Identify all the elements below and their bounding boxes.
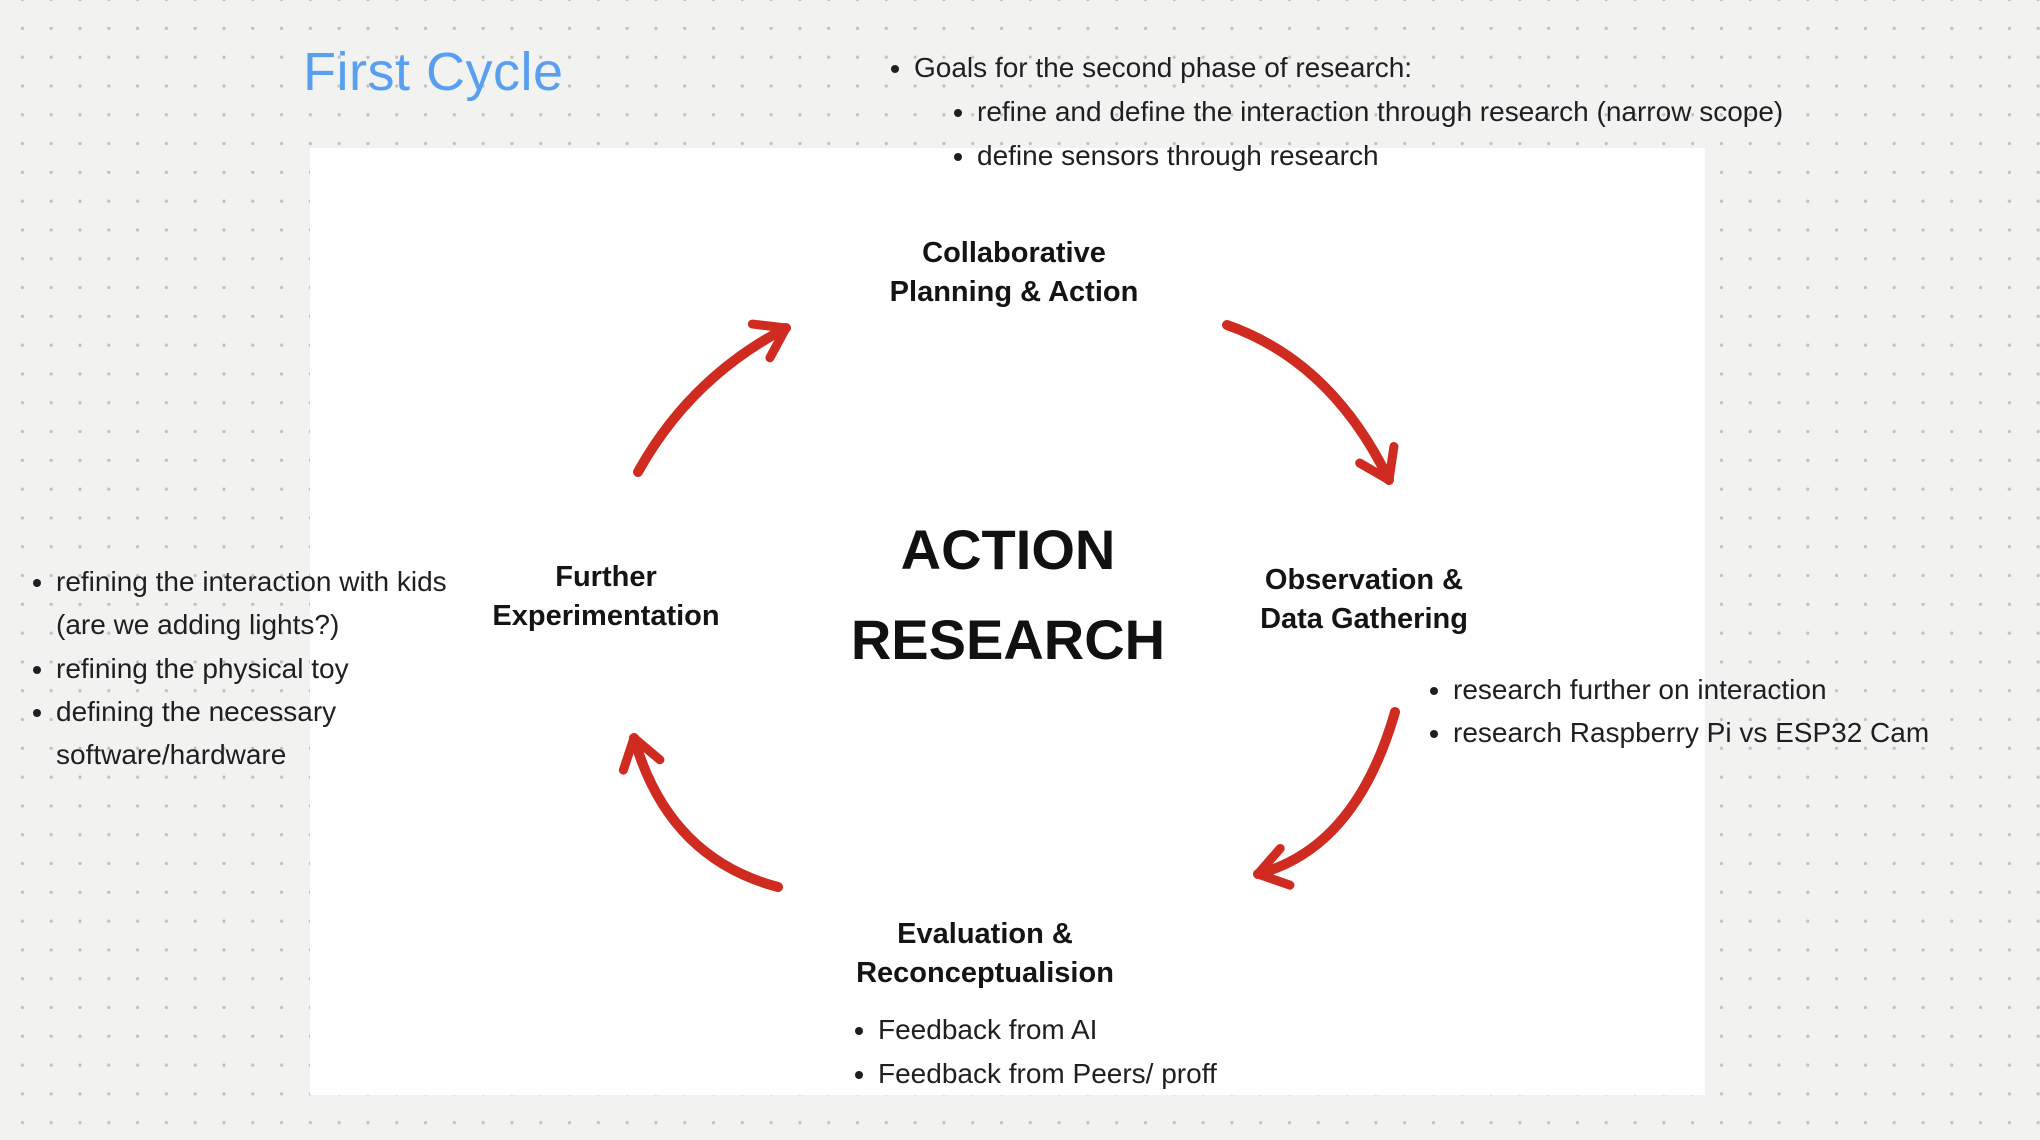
left-note-item1-line2: (are we adding lights?) xyxy=(56,609,340,641)
left-note-item-2: refining the physical toy xyxy=(56,647,492,690)
goals-heading-text: Goals for the second phase of research: xyxy=(914,52,1413,83)
goals-subitem-1: refine and define the interaction throug… xyxy=(977,90,1783,134)
left-note-item-3: defining the necessary software/hardware xyxy=(56,690,492,777)
stage-label-further-experimentation: Further Experimentation xyxy=(406,558,806,636)
bottom-note-item-2: Feedback from Peers/ proff xyxy=(878,1052,1217,1096)
frame-title[interactable]: First Cycle xyxy=(303,42,564,102)
arrow-left-to-top xyxy=(633,319,791,477)
left-notes-block[interactable]: refining the interaction with kids (are … xyxy=(12,560,492,776)
action-research-diagram-image[interactable] xyxy=(310,148,1705,1095)
stage-top-line2: Planning & Action xyxy=(889,276,1139,308)
left-note-item3-line2: software/hardware xyxy=(56,739,287,771)
stage-label-collaborative-planning: Collaborative Planning & Action xyxy=(764,234,1264,312)
stage-top-line1: Collaborative xyxy=(922,237,1106,269)
diagram-center-line1: ACTION xyxy=(900,518,1116,581)
right-note-item-2: research Raspberry Pi vs ESP32 Cam xyxy=(1453,711,1929,754)
stage-bottom-line2: Reconceptualision xyxy=(856,957,1114,989)
goals-subitem-2: define sensors through research xyxy=(977,134,1783,178)
stage-left-line2: Experimentation xyxy=(492,600,720,632)
diagram-center-line2: RESEARCH xyxy=(850,608,1166,671)
goals-heading-item: Goals for the second phase of research: … xyxy=(914,46,1783,178)
stage-label-observation-data: Observation & Data Gathering xyxy=(1164,561,1564,639)
goals-note-block[interactable]: Goals for the second phase of research: … xyxy=(884,46,1783,178)
right-note-item-1: research further on interaction xyxy=(1453,668,1929,711)
left-note-item3-line1: defining the necessary xyxy=(56,695,337,727)
diagram-center-title: ACTION RESEARCH xyxy=(758,505,1258,685)
arrow-top-to-right xyxy=(1222,320,1399,485)
stage-bottom-line1: Evaluation & xyxy=(897,918,1073,950)
stage-left-line1: Further xyxy=(555,561,657,593)
right-notes-block[interactable]: research further on interaction research… xyxy=(1405,668,1929,754)
left-note-item-1: refining the interaction with kids (are … xyxy=(56,560,492,647)
stage-label-evaluation-reconceptualision: Evaluation & Reconceptualision xyxy=(785,915,1185,993)
stage-right-line1: Observation & xyxy=(1264,564,1464,596)
left-note-item1-line1: refining the interaction with kids xyxy=(56,566,447,597)
stage-right-line2: Data Gathering xyxy=(1260,603,1468,635)
arrow-bottom-to-left xyxy=(618,733,783,892)
arrow-right-to-bottom xyxy=(1253,707,1400,890)
bottom-note-item-1: Feedback from AI xyxy=(878,1008,1217,1052)
bottom-notes-block[interactable]: Feedback from AI Feedback from Peers/ pr… xyxy=(828,1008,1217,1096)
